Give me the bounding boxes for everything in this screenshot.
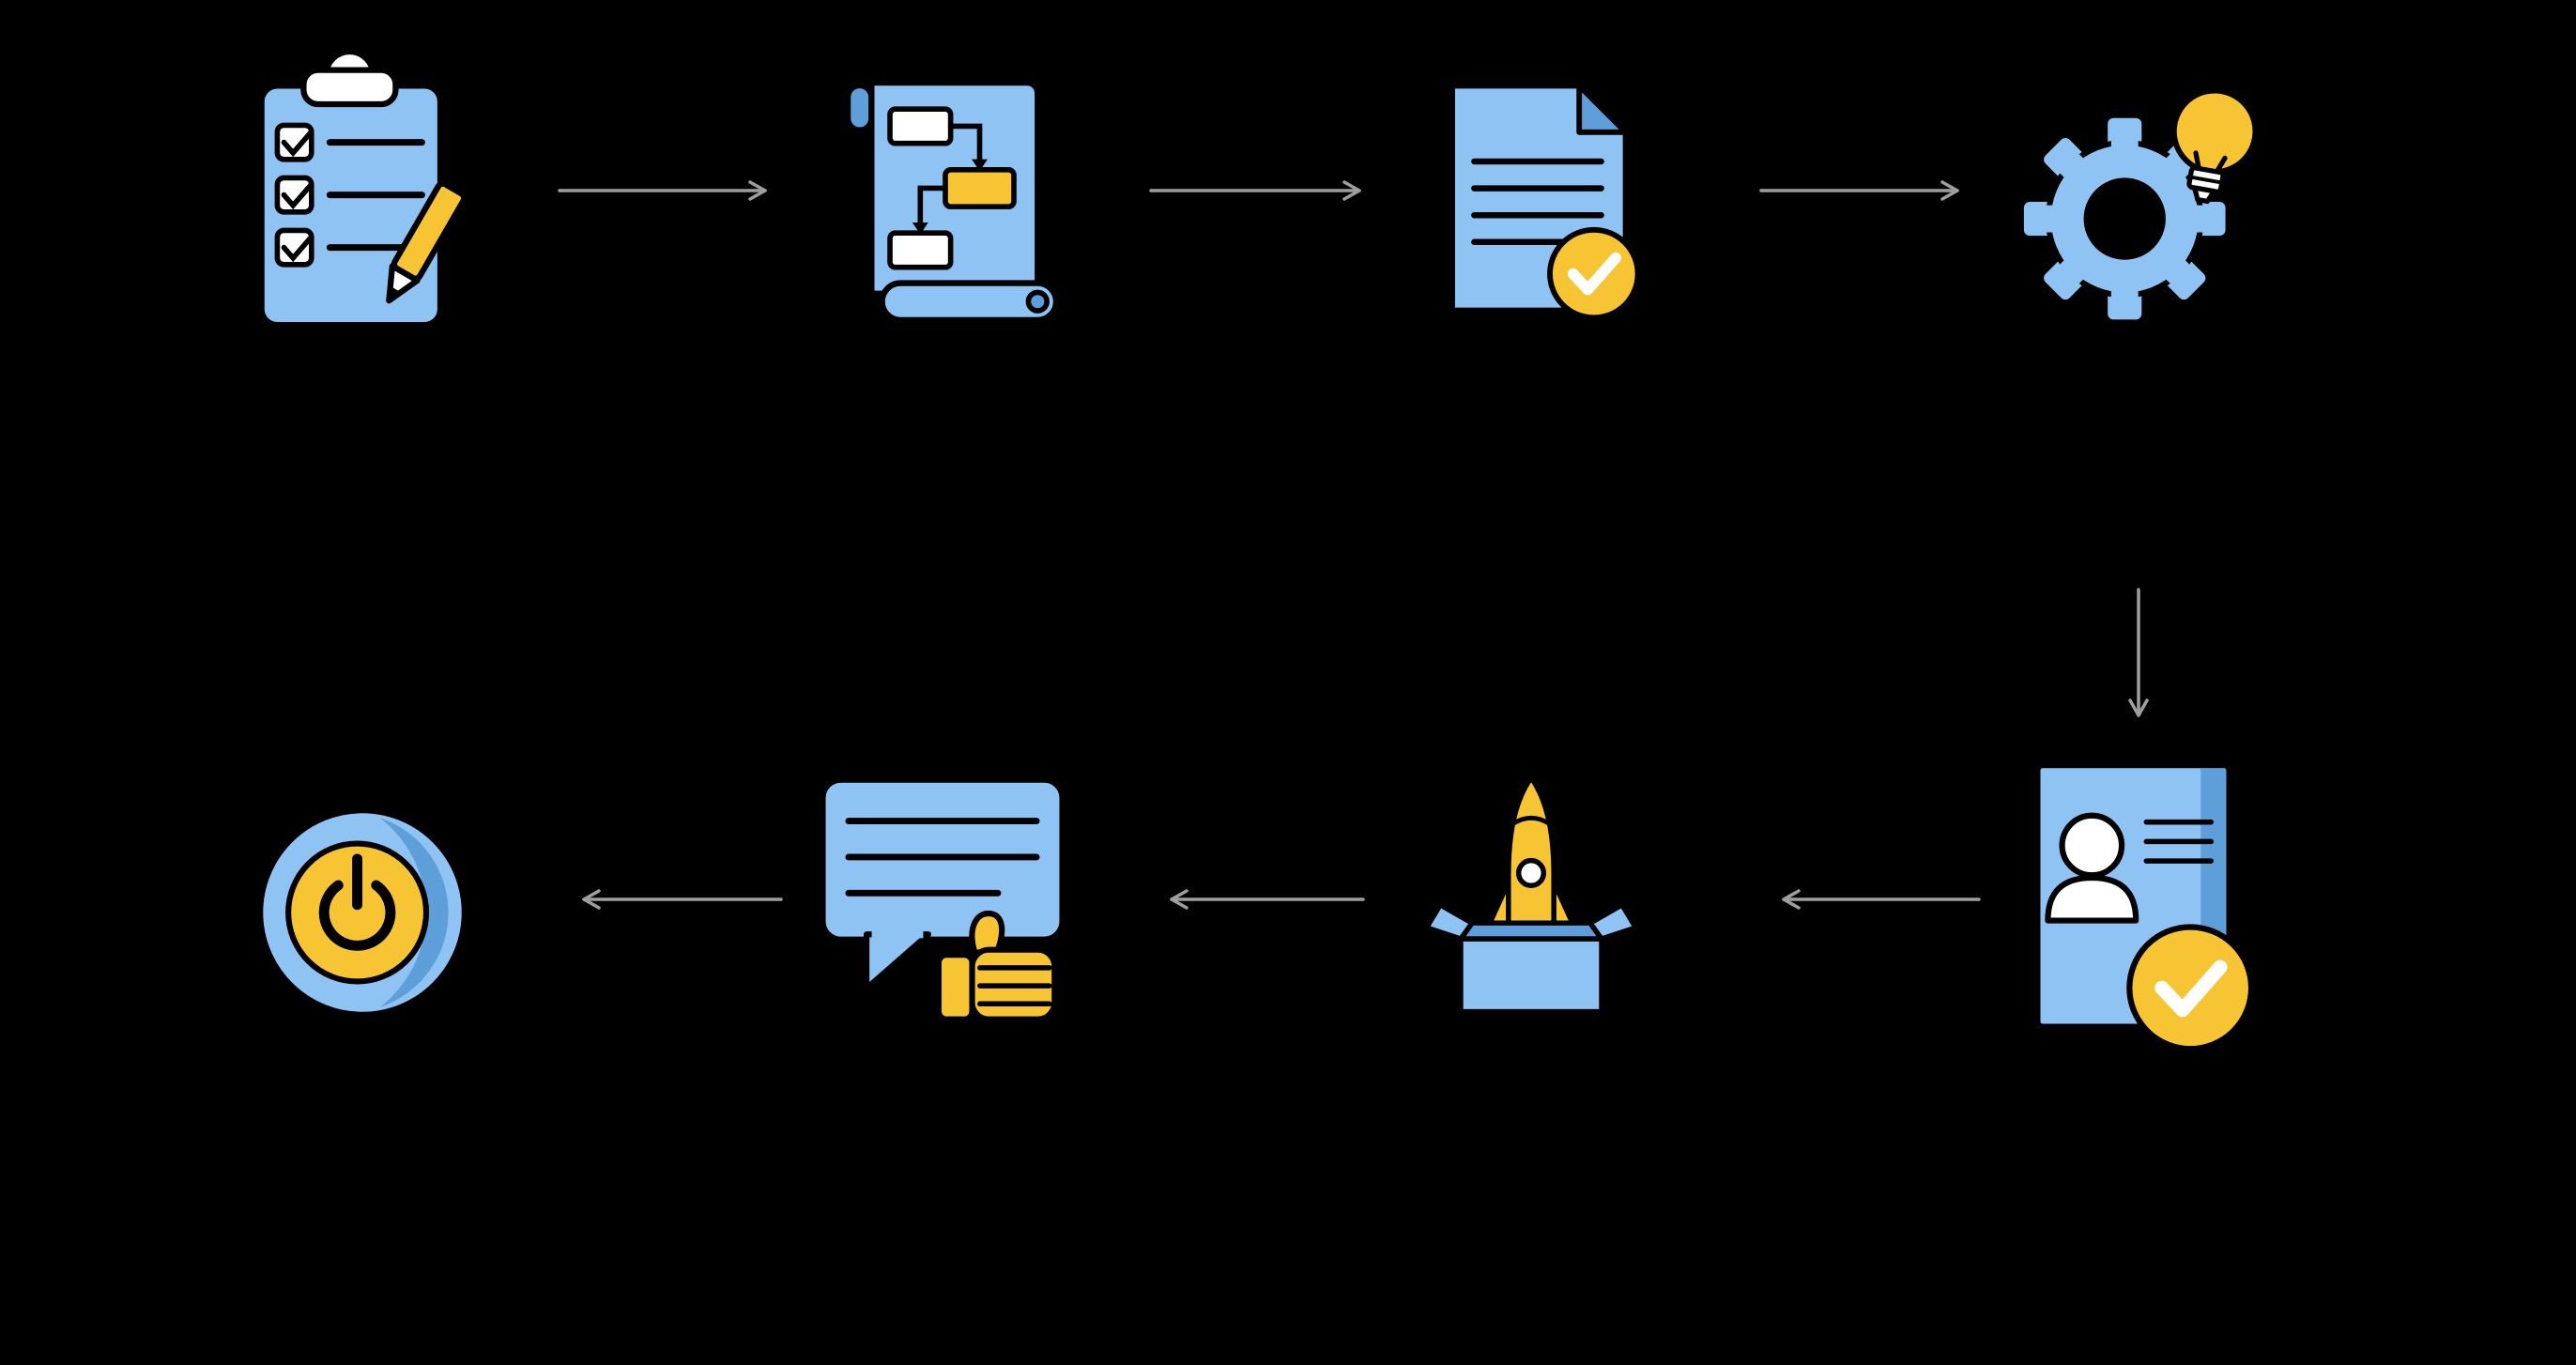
page-fold — [1576, 83, 1629, 135]
box-front — [1458, 936, 1604, 1015]
rocket-icon — [1482, 763, 1580, 935]
profile-document-approved-icon — [2034, 761, 2255, 1052]
rocket-launch-box-icon — [1423, 763, 1639, 1015]
flow-box-middle — [943, 167, 1017, 209]
flow-box-top — [887, 106, 954, 146]
person-icon — [2059, 812, 2125, 879]
flow-box-bottom — [887, 230, 954, 270]
power-symbol — [318, 880, 396, 951]
checkmark — [281, 235, 314, 263]
check-badge — [1547, 226, 1641, 321]
box-right-flap — [1587, 902, 1639, 942]
checkmark — [281, 130, 314, 158]
person-icon — [2045, 874, 2139, 924]
flow-step-7 — [807, 749, 1078, 1059]
flow-step-1 — [230, 45, 493, 347]
lightbulb-icon — [2170, 87, 2259, 205]
flow-step-3 — [1416, 53, 1660, 344]
process-scroll-flowchart-icon — [844, 79, 1060, 324]
flow-step-4 — [1998, 56, 2281, 349]
flow-step-6 — [1418, 747, 1645, 1053]
box-left-flap — [1423, 902, 1475, 942]
checkmark — [2154, 959, 2228, 1018]
power-button-icon — [257, 807, 468, 1018]
flow-step-5 — [2009, 749, 2268, 1061]
flow-step-2 — [807, 43, 1083, 353]
checkmark — [281, 182, 314, 210]
feedback-thumbs-up-icon — [820, 776, 1066, 1022]
gear-lightbulb-icon — [2017, 87, 2259, 326]
flow-step-8 — [235, 785, 490, 1040]
gear-icon — [2017, 112, 2231, 326]
check-badge — [2126, 924, 2255, 1052]
thumbs-up-icon — [935, 911, 1058, 1022]
clipboard-checklist-icon — [258, 48, 468, 329]
checkmark — [1567, 252, 1622, 296]
approved-document-icon — [1449, 83, 1641, 321]
pencil-icon — [386, 180, 468, 304]
